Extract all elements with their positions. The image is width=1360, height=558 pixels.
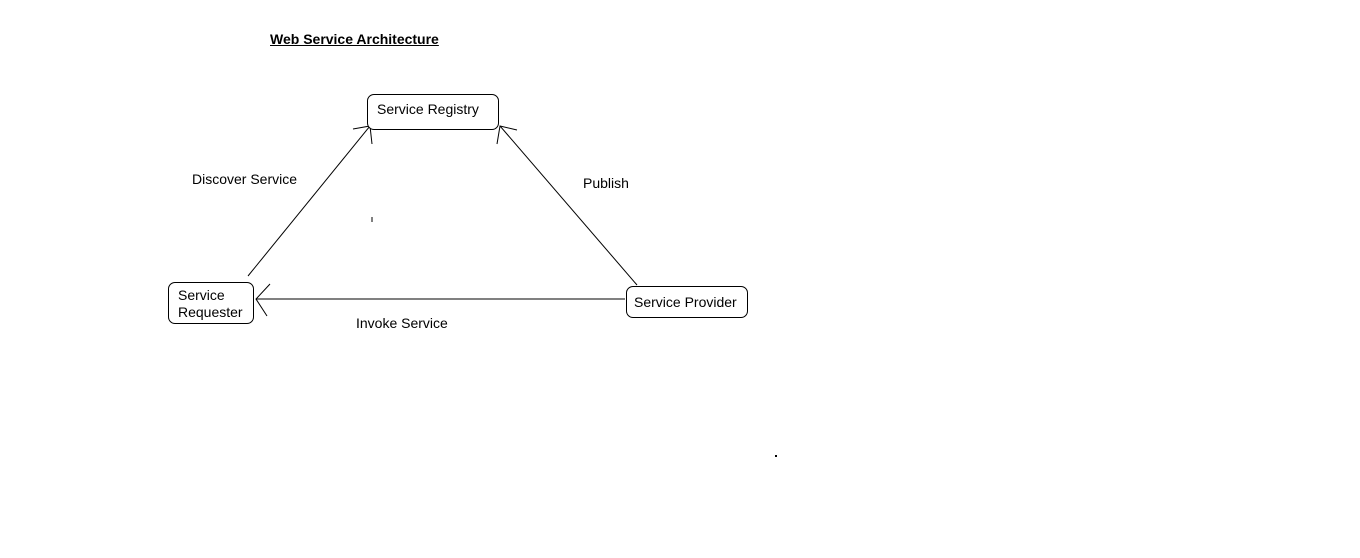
publish-arrow-line (499, 125, 638, 286)
invoke-service-label: Invoke Service (356, 315, 448, 331)
publish-arrowhead (496, 125, 518, 145)
service-requester-node: Service Requester (168, 282, 254, 324)
invoke-arrowhead (255, 283, 271, 317)
stray-dot-mark (775, 455, 777, 457)
diagram-title: Web Service Architecture (270, 31, 439, 47)
service-provider-node: Service Provider (626, 286, 748, 318)
publish-label: Publish (583, 175, 629, 191)
discover-arrow-line (247, 125, 371, 277)
discover-service-label: Discover Service (192, 171, 298, 187)
service-registry-node: Service Registry (367, 94, 499, 130)
